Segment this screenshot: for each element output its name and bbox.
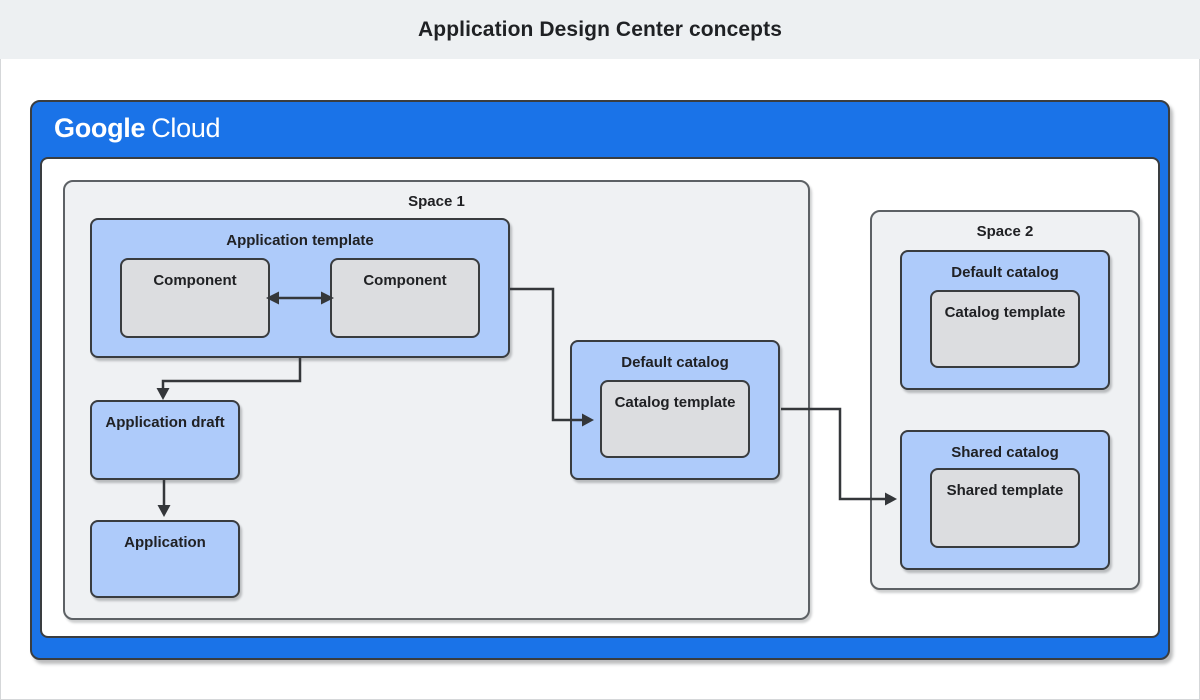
catalog-template-box-space1: Catalog template bbox=[600, 380, 750, 458]
application-draft-label: Application draft bbox=[105, 414, 225, 431]
shared-template-box: Shared template bbox=[930, 468, 1080, 548]
application-box: Application bbox=[90, 520, 240, 598]
logo-cloud-text: Cloud bbox=[151, 113, 221, 143]
default-catalog-space1-label: Default catalog bbox=[621, 354, 729, 371]
shared-template-label: Shared template bbox=[946, 482, 1064, 499]
component-1-label: Component bbox=[153, 272, 237, 289]
page-title: Application Design Center concepts bbox=[418, 17, 782, 41]
logo-google-text: Google bbox=[54, 113, 146, 143]
catalog-template-space1-label: Catalog template bbox=[614, 394, 736, 411]
application-label: Application bbox=[124, 534, 206, 551]
shared-catalog-label: Shared catalog bbox=[951, 444, 1059, 461]
title-bar: Application Design Center concepts bbox=[0, 0, 1200, 59]
catalog-template-space2-label: Catalog template bbox=[944, 304, 1066, 321]
component-box-1: Component bbox=[120, 258, 270, 338]
component-2-label: Component bbox=[363, 272, 447, 289]
catalog-template-box-space2: Catalog template bbox=[930, 290, 1080, 368]
component-box-2: Component bbox=[330, 258, 480, 338]
default-catalog-space2-label: Default catalog bbox=[951, 264, 1059, 281]
application-template-label: Application template bbox=[226, 232, 374, 249]
space1-label: Space 1 bbox=[408, 193, 465, 210]
application-draft-box: Application draft bbox=[90, 400, 240, 480]
space2-label: Space 2 bbox=[976, 223, 1034, 240]
